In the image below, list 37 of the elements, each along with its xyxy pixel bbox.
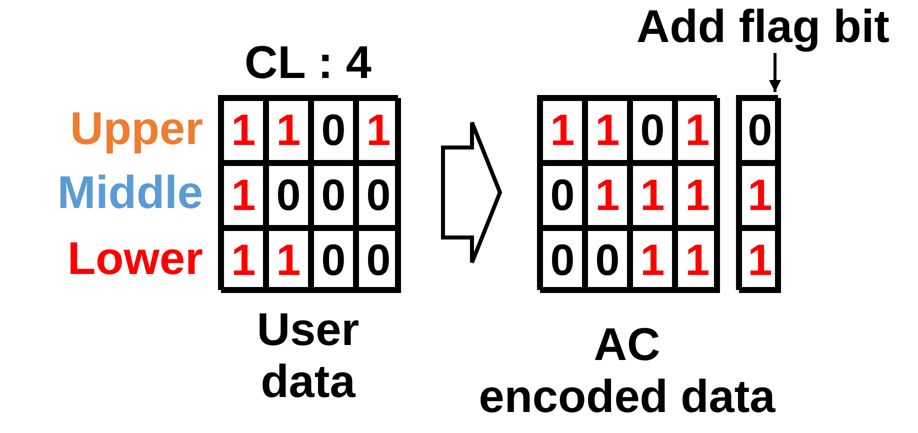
- bit-cell: 1: [221, 228, 266, 293]
- bit-cell: 0: [356, 228, 401, 293]
- bit-cell: 0: [540, 228, 585, 293]
- grid-caption: AC encoded data: [478, 318, 776, 422]
- grid-caption: User data: [256, 303, 360, 407]
- bit-cell: 1: [221, 163, 266, 228]
- annotation-text: Add flag bit: [608, 0, 918, 52]
- arrow: [769, 53, 781, 92]
- bit-cell: 0: [311, 98, 356, 163]
- bit-cell: 0: [630, 98, 675, 163]
- flag-column: [736, 95, 778, 290]
- bit-cell: 1: [585, 163, 630, 228]
- bit-cell: 0: [585, 228, 630, 293]
- bit-cell: 1: [266, 98, 311, 163]
- bit-cell: 1: [266, 228, 311, 293]
- bit-cell: 1: [540, 98, 585, 163]
- bit-cell: 1: [356, 98, 401, 163]
- block-arrow: [441, 120, 502, 264]
- row-label: Middle: [57, 166, 203, 218]
- bit-cell: 0: [356, 163, 401, 228]
- bit-cell: 1: [630, 163, 675, 228]
- bit-cell: 0: [311, 163, 356, 228]
- bit-cell: 1: [221, 98, 266, 163]
- bit-cell: 1: [739, 163, 781, 228]
- bit-cell: 1: [675, 163, 720, 228]
- bit-cell: 1: [675, 98, 720, 163]
- bit-cell: 0: [739, 98, 781, 163]
- bit-cell: 0: [540, 163, 585, 228]
- grid-heading: CL : 4: [244, 36, 372, 88]
- bit-cell: 1: [585, 98, 630, 163]
- row-label: Lower: [68, 232, 203, 284]
- bit-cell: 0: [266, 163, 311, 228]
- bit-cell: 1: [675, 228, 720, 293]
- bit-cell: 1: [739, 228, 781, 293]
- bit-cell: 1: [630, 228, 675, 293]
- row-label: Upper: [70, 102, 203, 154]
- bit-cell: 0: [311, 228, 356, 293]
